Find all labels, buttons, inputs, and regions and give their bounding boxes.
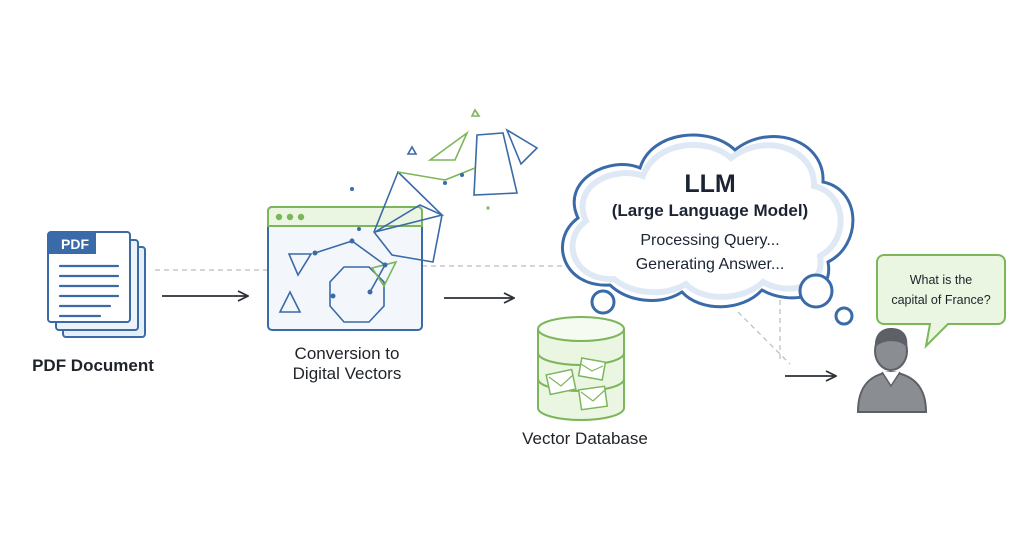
speech-bubble-icon <box>876 254 1006 349</box>
flying-vector-shapes <box>373 108 539 263</box>
browser-window-icon <box>267 206 423 331</box>
llm-status-generating: Generating Answer... <box>635 256 785 273</box>
conversion-label-line-2: Digital Vectors <box>292 364 402 384</box>
llm-status-processing: Processing Query... <box>640 232 780 249</box>
llm-subtitle: (Large Language Model) <box>611 201 809 220</box>
database-icon <box>537 316 625 421</box>
person-icon <box>856 328 928 413</box>
llm-title: LLM <box>684 170 736 198</box>
document-icon <box>47 231 146 338</box>
cloud-icon <box>561 133 855 326</box>
conversion-label-line-1: Conversion to <box>294 344 400 363</box>
pdf-document-label: PDF Document <box>32 356 154 375</box>
vector-particles <box>350 173 490 231</box>
user-question-line-1: What is the <box>909 273 973 287</box>
user-question: What is the capital of France? <box>880 270 1002 310</box>
dashed-connectors <box>155 265 791 365</box>
pdf-tag: PDF <box>61 236 89 252</box>
vector-database-label: Vector Database <box>522 429 648 448</box>
conversion-label: Conversion to Digital Vectors <box>262 344 432 385</box>
user-question-line-2: capital of France? <box>891 293 991 307</box>
